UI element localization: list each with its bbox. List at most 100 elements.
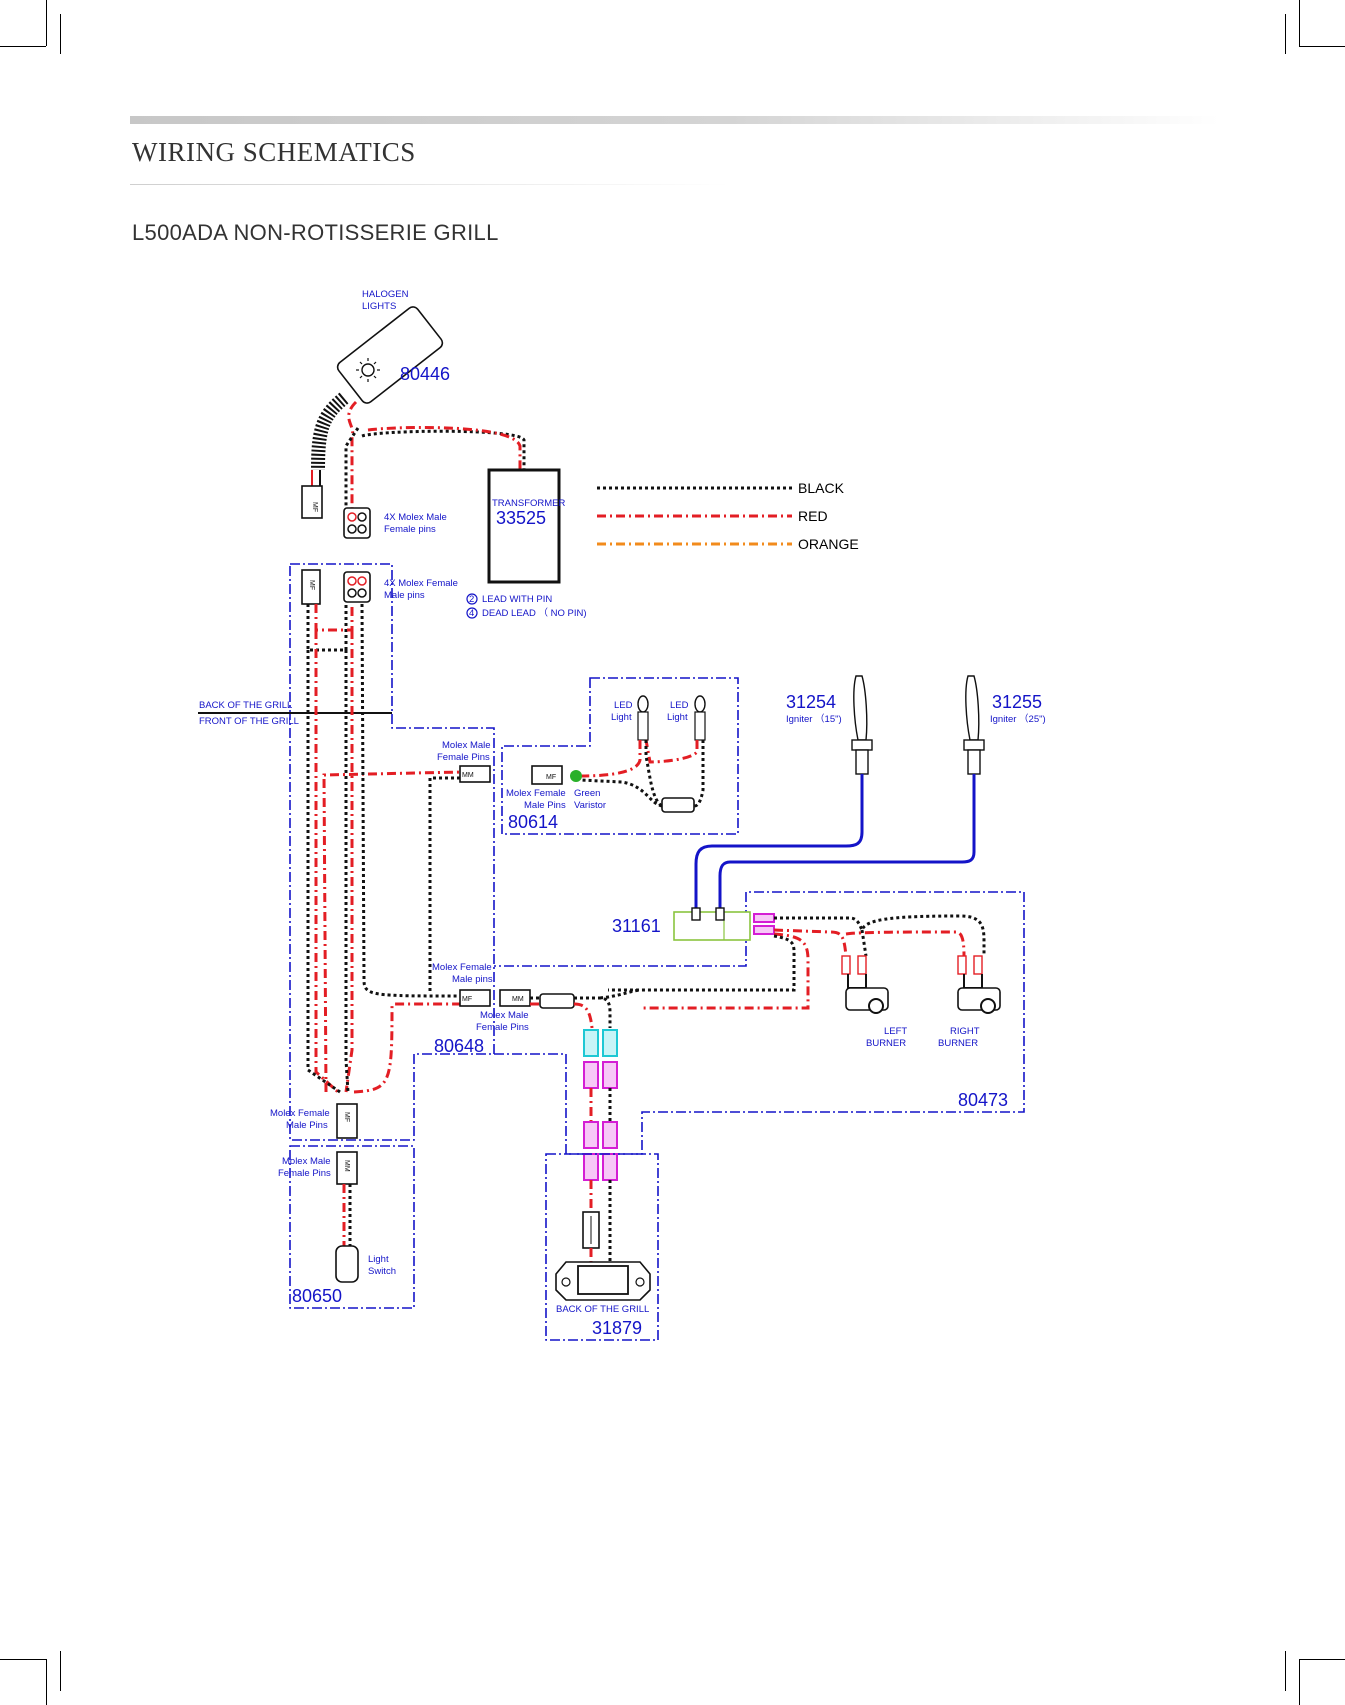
halogen-label: HALOGEN	[362, 289, 409, 300]
molex-4x-male-body	[343, 507, 371, 539]
transformer: TRANSFORMER 33525 2 LEAD WITH PIN 4 DEAD…	[466, 468, 587, 619]
molex-4x-male-label: 4X Molex Male	[384, 512, 447, 523]
molex-male-connector-led	[459, 765, 491, 783]
led-light-2-icon	[694, 695, 706, 713]
molex-4x-male-label-2: Female pins	[384, 524, 436, 535]
igniter-1-part-number: 31254	[786, 692, 836, 712]
back-of-grill-label: BACK OF THE GRILL	[199, 700, 292, 711]
led-light-2-stem	[694, 711, 706, 741]
left-burner-electrode	[868, 998, 884, 1014]
burner-harness-part-number: 80473	[958, 1090, 1008, 1110]
crop-mark	[0, 46, 46, 47]
wire-black-to-main	[360, 603, 461, 998]
halogen-conduit	[311, 392, 349, 471]
led-light-2-label: LED	[670, 700, 689, 711]
halogen-connector	[301, 485, 323, 519]
crop-mark	[1285, 1651, 1286, 1691]
switch-harness-part-number: 80650	[292, 1286, 342, 1306]
wire-red-to-led	[322, 770, 463, 1093]
page-subtitle: L500ADA NON-ROTISSERIE GRILL	[132, 220, 499, 245]
led-light-1-icon	[637, 695, 649, 713]
molex-female-mp3-label-2: Male Pins	[286, 1120, 328, 1131]
molex-female-mp2-label: Molex Female	[432, 962, 492, 973]
led-harness-boundary	[501, 677, 739, 835]
led-light-2-label-2: Light	[667, 712, 688, 723]
molex-female-mp2-label-2: Male pins	[452, 974, 493, 985]
halogen-part-number: 80446	[400, 364, 450, 384]
conn-mf-label-2: MF	[308, 580, 315, 590]
green-varistor-label: Green	[574, 788, 600, 799]
transformer-part-number: 33525	[496, 508, 546, 528]
led-light-1-stem	[637, 711, 649, 741]
wire-black-to-ignition	[574, 996, 612, 1028]
light-switch-label: Light	[368, 1254, 389, 1265]
top-left-mf-connector	[301, 569, 321, 605]
wire-red-to-ignition	[573, 1002, 594, 1029]
igniter-1-label: Igniter （15")	[786, 713, 842, 725]
green-varistor-icon	[570, 770, 582, 782]
right-burner-label-2: BURNER	[938, 1038, 978, 1049]
module-terminal-2	[715, 907, 725, 921]
wire-red-to-left-burner	[773, 928, 848, 957]
molex-4x-female-label-2: Male pins	[384, 590, 425, 601]
light-switch-icon	[335, 1245, 359, 1283]
molex-female-connector-switch	[336, 1103, 358, 1139]
molex-male-fp3-label-2: Female Pins	[278, 1168, 331, 1179]
pink-connector-3	[583, 1121, 599, 1149]
crop-mark	[0, 1659, 46, 1660]
pink-connector-4	[602, 1121, 618, 1149]
wire-red-to-right-burner	[845, 930, 966, 957]
crop-mark	[1285, 14, 1286, 54]
igniter-1-tip	[853, 675, 868, 741]
wire-black-halogen	[344, 427, 360, 512]
igniter-2-tip	[965, 675, 980, 741]
wire-black-to-left-burner	[860, 929, 868, 957]
lead-marker-4-num: 4	[469, 608, 474, 619]
cyan-connector-1	[583, 1029, 599, 1057]
wire-red-halogen	[347, 400, 358, 512]
module-terminal-1	[691, 907, 701, 921]
right-burner-label: RIGHT	[950, 1026, 980, 1037]
header-bar	[130, 116, 1220, 124]
molex-female-connector-led	[531, 765, 563, 785]
header-divider	[130, 184, 730, 185]
transformer-body	[487, 468, 561, 584]
wire-red-module-to-main	[640, 932, 810, 1010]
halogen-light: HALOGEN LIGHTS 80446 MF	[301, 289, 450, 519]
wire-blue-igniter-1	[694, 774, 864, 912]
crop-mark	[1299, 0, 1300, 46]
main-mf-connector	[459, 989, 491, 1007]
wire-black-transformer	[361, 429, 526, 470]
wire-red-to-main	[353, 1002, 466, 1094]
crop-mark	[1299, 1659, 1300, 1705]
crop-mark	[1299, 1659, 1345, 1660]
molex-4x-female: MF 4X Molex Female Male pins	[301, 569, 458, 605]
wire-black-led-1	[644, 740, 663, 808]
green-varistor-label-2: Varistor	[574, 800, 606, 811]
pink-connector-2	[602, 1061, 618, 1089]
transformer-label: TRANSFORMER	[492, 498, 566, 509]
pink-connector-6	[602, 1153, 618, 1181]
wire-red-led-1	[579, 740, 642, 778]
igniter-2-part-number: 31255	[992, 692, 1042, 712]
wire-black-loop	[306, 604, 348, 652]
main-harness-part-number: 80648	[434, 1036, 484, 1056]
molex-male-fp2-label-2: Female Pins	[476, 1022, 529, 1033]
sun-rays-icon	[356, 358, 380, 382]
wire-black-left	[306, 650, 341, 1094]
ignition-module-face	[577, 1265, 629, 1295]
conn-mm-label: MM	[462, 772, 474, 779]
crop-mark	[46, 1659, 47, 1705]
wire-red-left-inner	[344, 630, 354, 1093]
molex-male-fp2-label: Molex Male	[480, 1010, 529, 1021]
left-burner-label-2: BURNER	[866, 1038, 906, 1049]
crop-mark	[46, 0, 47, 46]
wire-black-module-to-main	[608, 934, 796, 992]
molex-male-fp-label: Molex Male	[442, 740, 491, 751]
molex-4x-male: 4X Molex Male Female pins	[343, 507, 447, 539]
wire-blue-igniter-2	[718, 774, 976, 912]
dead-lead-label: DEAD LEAD （ NO PIN)	[482, 607, 587, 619]
igniter-1-body	[855, 749, 869, 775]
halogen-light-body	[336, 306, 444, 404]
molex-female-mp-label: Molex Female	[506, 788, 566, 799]
